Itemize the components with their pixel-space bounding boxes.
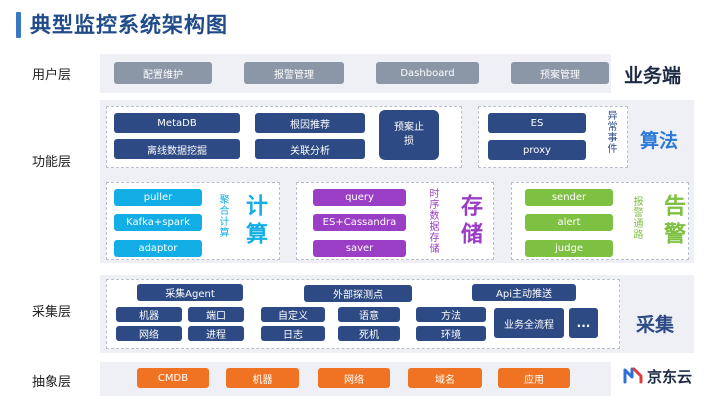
config-maintain-button[interactable]: 配置维护	[114, 62, 212, 84]
timeseries-storage-label: 时序数据存储	[427, 188, 438, 254]
abnormal-event-label: 异常事件	[605, 110, 616, 154]
abstract-network-button[interactable]: 网络	[318, 368, 390, 388]
probe-log-button[interactable]: 日志	[261, 326, 325, 341]
adaptor-button[interactable]: adaptor	[114, 240, 202, 257]
push-method-button[interactable]: 方法	[416, 307, 486, 322]
abstract-domain-button[interactable]: 域名	[408, 368, 482, 388]
probe-crash-button[interactable]: 死机	[338, 326, 400, 341]
sender-button[interactable]: sender	[525, 189, 613, 206]
page-title: 典型监控系统架构图	[30, 13, 228, 37]
storage-label: 存储	[457, 194, 482, 250]
judge-button[interactable]: judge	[525, 240, 613, 257]
probe-semantic-button[interactable]: 语意	[338, 307, 400, 322]
external-probe-button[interactable]: 外部探测点	[304, 285, 412, 302]
offline-mining-button[interactable]: 离线数据挖掘	[114, 139, 240, 159]
alert-label: 告警	[660, 194, 685, 250]
aggregate-compute-label: 聚合计算	[217, 194, 228, 238]
agent-port-button[interactable]: 端口	[188, 307, 244, 322]
jdcloud-logo-text: 京东云	[647, 368, 693, 386]
saver-button[interactable]: saver	[313, 240, 406, 257]
puller-button[interactable]: puller	[114, 189, 202, 206]
dashboard-button[interactable]: Dashboard	[376, 62, 479, 84]
kafka-spark-button[interactable]: Kafka+spark	[114, 214, 202, 231]
push-env-button[interactable]: 环境	[416, 326, 486, 341]
agent-process-button[interactable]: 进程	[188, 326, 244, 341]
agent-machine-button[interactable]: 机器	[116, 307, 182, 322]
plan-manage-button[interactable]: 预案管理	[511, 62, 609, 84]
query-button[interactable]: query	[313, 189, 406, 206]
alarm-manage-button[interactable]: 报警管理	[244, 62, 344, 84]
probe-custom-button[interactable]: 自定义	[261, 307, 325, 322]
es-button[interactable]: ES	[488, 113, 586, 133]
agent-network-button[interactable]: 网络	[116, 326, 182, 341]
cmdb-button[interactable]: CMDB	[137, 368, 209, 388]
compute-label: 计算	[242, 194, 267, 250]
layer-label-function: 功能层	[32, 155, 72, 170]
metadb-button[interactable]: MetaDB	[114, 113, 240, 133]
algorithm-label: 算法	[640, 130, 679, 152]
business-flow-button[interactable]: 业务全流程	[494, 308, 564, 338]
alarm-path-label: 报警通路	[631, 196, 642, 240]
title-accent-bar	[16, 12, 21, 38]
layer-label-collect: 采集层	[32, 305, 72, 320]
layer-label-user: 用户层	[32, 68, 72, 83]
plan-stop-loss-button[interactable]: 预案止损	[379, 110, 439, 160]
abstract-app-button[interactable]: 应用	[498, 368, 570, 388]
correlation-button[interactable]: 关联分析	[255, 139, 365, 159]
abstract-machine-button[interactable]: 机器	[226, 368, 299, 388]
layer-label-abstract: 抽象层	[32, 375, 72, 390]
root-cause-button[interactable]: 根因推荐	[255, 113, 365, 133]
more-button[interactable]: ...	[569, 308, 598, 338]
jdcloud-logo-icon	[622, 364, 644, 386]
es-cassandra-button[interactable]: ES+Cassandra	[313, 214, 406, 231]
proxy-button[interactable]: proxy	[488, 140, 586, 160]
business-side-label: 业务端	[624, 65, 682, 87]
collect-agent-button[interactable]: 采集Agent	[137, 284, 243, 301]
api-push-button[interactable]: Api主动推送	[472, 284, 576, 301]
collect-label: 采集	[636, 314, 675, 336]
alert-button[interactable]: alert	[525, 214, 613, 231]
